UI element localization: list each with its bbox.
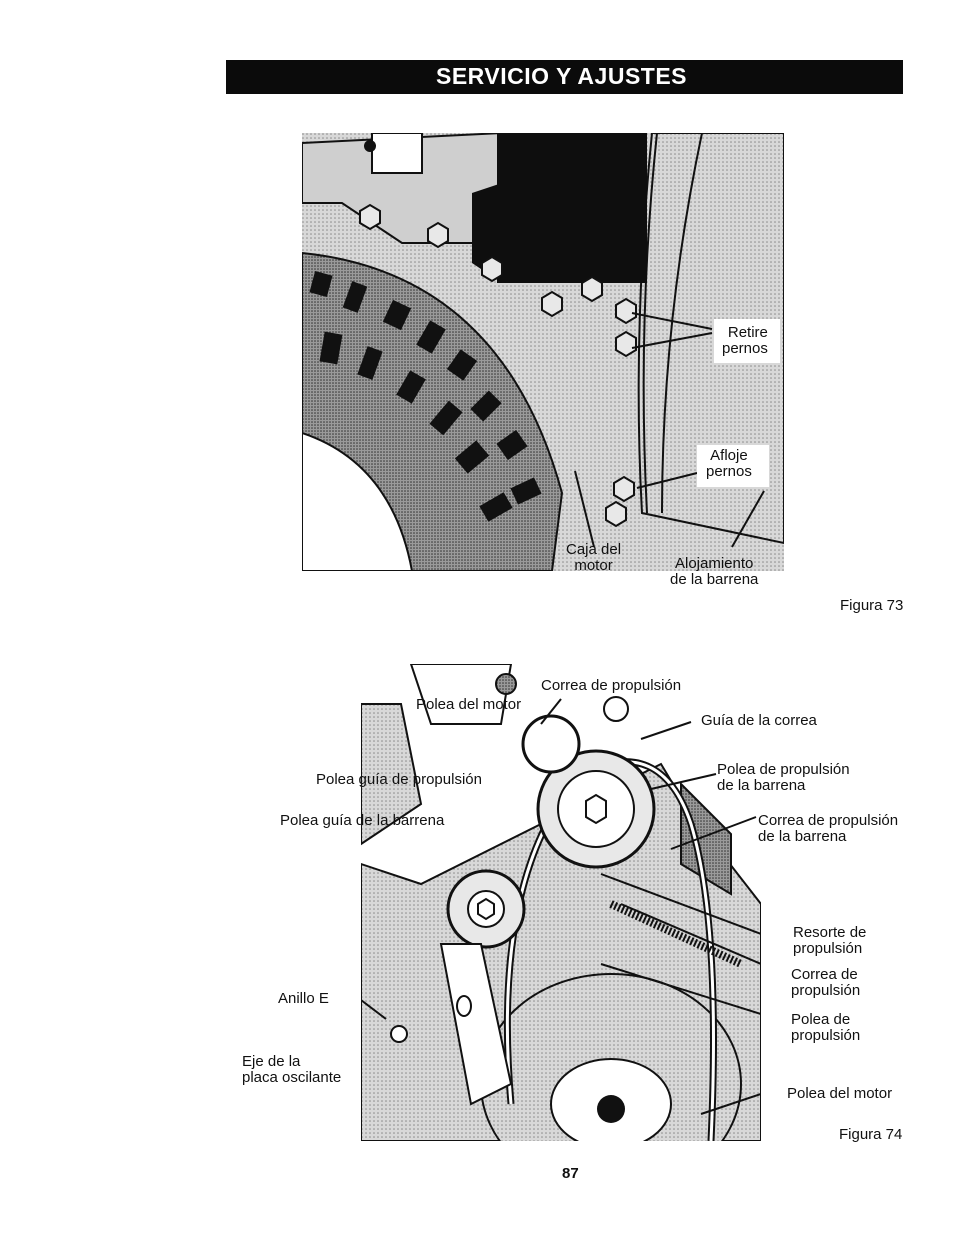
label-polea-propulsion-barrena: Polea de propulsión de la barrena xyxy=(717,762,850,794)
label-guia-de-la-correa: Guía de la correa xyxy=(701,712,817,729)
label-resorte-line1: Resorte de xyxy=(793,924,867,941)
label-afloje-line2: pernos xyxy=(706,463,752,480)
label-polea-del-motor-bottom: Polea del motor xyxy=(787,1085,893,1102)
label-caja-line1: Caja del xyxy=(566,541,622,558)
label-correa-prop-barr-line1: Correa de propulsión xyxy=(758,812,899,829)
figure-74-illustration xyxy=(361,664,761,1141)
label-caja-del-motor: Caja del motor xyxy=(566,542,621,574)
label-resorte-line2: propulsión xyxy=(793,940,863,957)
label-eje-line2: placa oscilante xyxy=(242,1069,342,1086)
label-polea-de-propulsion: Polea de propulsión xyxy=(791,1012,860,1044)
label-polea-prop-barr-line1: Polea de propulsión xyxy=(717,761,850,778)
label-retire-line1: Retire xyxy=(727,324,768,341)
label-correa-de-propulsion-top: Correa de propulsión xyxy=(541,677,682,694)
label-anillo-e: Anillo E xyxy=(278,990,329,1007)
section-header-bar: SERVICIO Y AJUSTES xyxy=(226,60,903,94)
figure-73-illustration xyxy=(302,133,784,571)
label-aloj-line2: de la barrena xyxy=(670,571,759,588)
label-afloje-line1: Afloje xyxy=(710,447,748,464)
page-number: 87 xyxy=(562,1165,579,1182)
label-polea-de-line1: Polea de xyxy=(791,1011,851,1028)
label-polea-del-motor-top: Polea del motor xyxy=(416,696,522,713)
label-correa-prop-barr-line2: de la barrena xyxy=(758,828,847,845)
label-retire-line2: pernos xyxy=(722,340,768,357)
label-correa-de-line2: propulsión xyxy=(791,982,861,999)
label-afloje-pernos: Afloje pernos xyxy=(706,448,752,480)
label-caja-line2: motor xyxy=(574,557,613,574)
label-correa-de-line1: Correa de xyxy=(791,966,858,983)
label-polea-guia-de-propulsion: Polea guía de propulsión xyxy=(316,771,482,788)
label-correa-de-propulsion: Correa de propulsión xyxy=(791,967,860,999)
label-eje-line1: Eje de la xyxy=(242,1053,301,1070)
label-correa-propulsion-barrena: Correa de propulsión de la barrena xyxy=(758,813,898,845)
label-aloj-line1: Alojamiento xyxy=(675,555,754,572)
label-polea-de-line2: propulsión xyxy=(791,1027,861,1044)
label-resorte-de-propulsion: Resorte de propulsión xyxy=(793,925,866,957)
figure-74-caption: Figura 74 xyxy=(839,1126,903,1143)
label-retire-pernos: Retire pernos xyxy=(722,325,768,357)
label-polea-guia-de-la-barrena: Polea guía de la barrena xyxy=(280,812,445,829)
label-alojamiento-barrena: Alojamiento de la barrena xyxy=(670,556,758,588)
label-polea-prop-barr-line2: de la barrena xyxy=(717,777,806,794)
section-title: SERVICIO Y AJUSTES xyxy=(436,63,688,89)
figure-73-caption: Figura 73 xyxy=(840,597,904,614)
label-eje-placa-oscilante: Eje de la placa oscilante xyxy=(242,1054,341,1086)
